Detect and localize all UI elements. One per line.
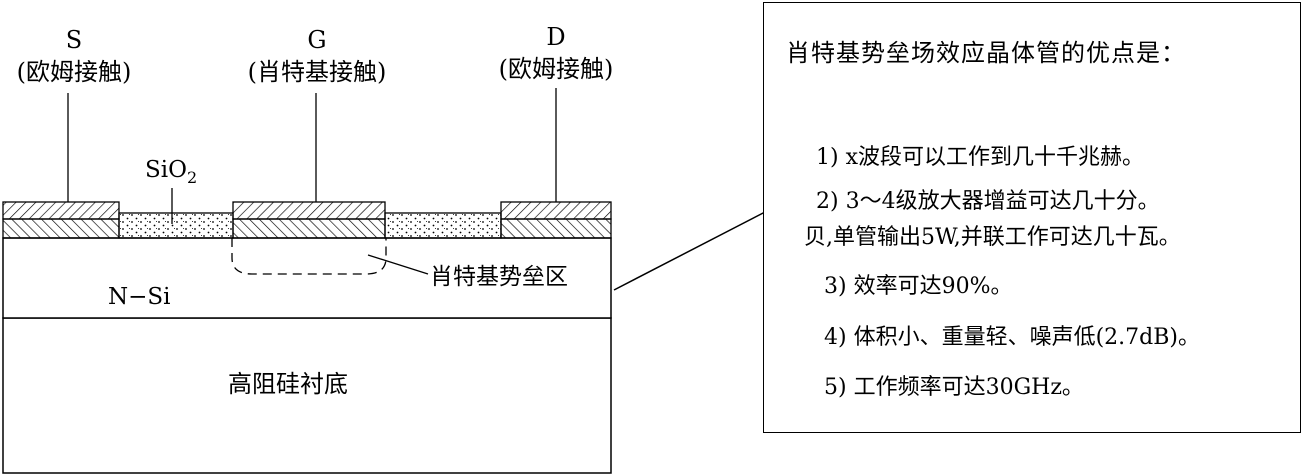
gate-desc: (肖特基接触): [248, 58, 387, 86]
source-electrode: [2, 201, 120, 220]
oxide-region-right: [384, 212, 502, 239]
advantages-title: 肖特基势垒场效应晶体管的优点是：: [786, 39, 1186, 67]
drain-electrode: [500, 201, 612, 220]
advantage-item-4: 4) 体积小、重量轻、噪声低(2.7dB)。: [824, 325, 1200, 350]
substrate-label: 高阻硅衬底: [228, 370, 348, 398]
source-label: S: [66, 26, 82, 54]
gate-electrode: [232, 201, 386, 220]
gate-contact-layer: [232, 218, 386, 239]
advantages-box: 肖特基势垒场效应晶体管的优点是： 1) x波段可以工作到几十千兆赫。 2) 3～…: [763, 2, 1301, 433]
advantage-item-5: 5) 工作频率可达30GHz。: [824, 375, 1084, 400]
oxide-label-main: SiO: [145, 157, 187, 183]
drain-contact-layer: [500, 218, 612, 239]
barrier-leader: [367, 254, 429, 275]
oxide-region-left: [118, 212, 234, 239]
oxide-label-sub: 2: [187, 168, 197, 187]
n-si-label: N−Si: [108, 284, 171, 310]
barrier-region-label: 肖特基势垒区: [430, 264, 568, 290]
drain-desc: (欧姆接触): [499, 55, 614, 83]
advantage-item-2-continued: 贝,单管输出5W,并联工作可达几十瓦。: [804, 225, 1181, 250]
drain-label: D: [546, 23, 565, 51]
source-contact-layer: [2, 218, 120, 239]
advantage-item-3: 3) 效率可达90%。: [824, 274, 1013, 299]
advantage-item-1: 1) x波段可以工作到几十千兆赫。: [816, 145, 1144, 170]
oxide-label: SiO2: [145, 157, 197, 187]
barrier-region-outline: [231, 238, 387, 275]
info-connector: [613, 211, 766, 291]
n-si-layer: [2, 237, 612, 319]
advantage-item-2: 2) 3～4级放大器增益可达几十分。: [816, 189, 1160, 214]
substrate-layer: [2, 317, 612, 474]
source-desc: (欧姆接触): [17, 58, 132, 86]
gate-label: G: [307, 26, 326, 54]
